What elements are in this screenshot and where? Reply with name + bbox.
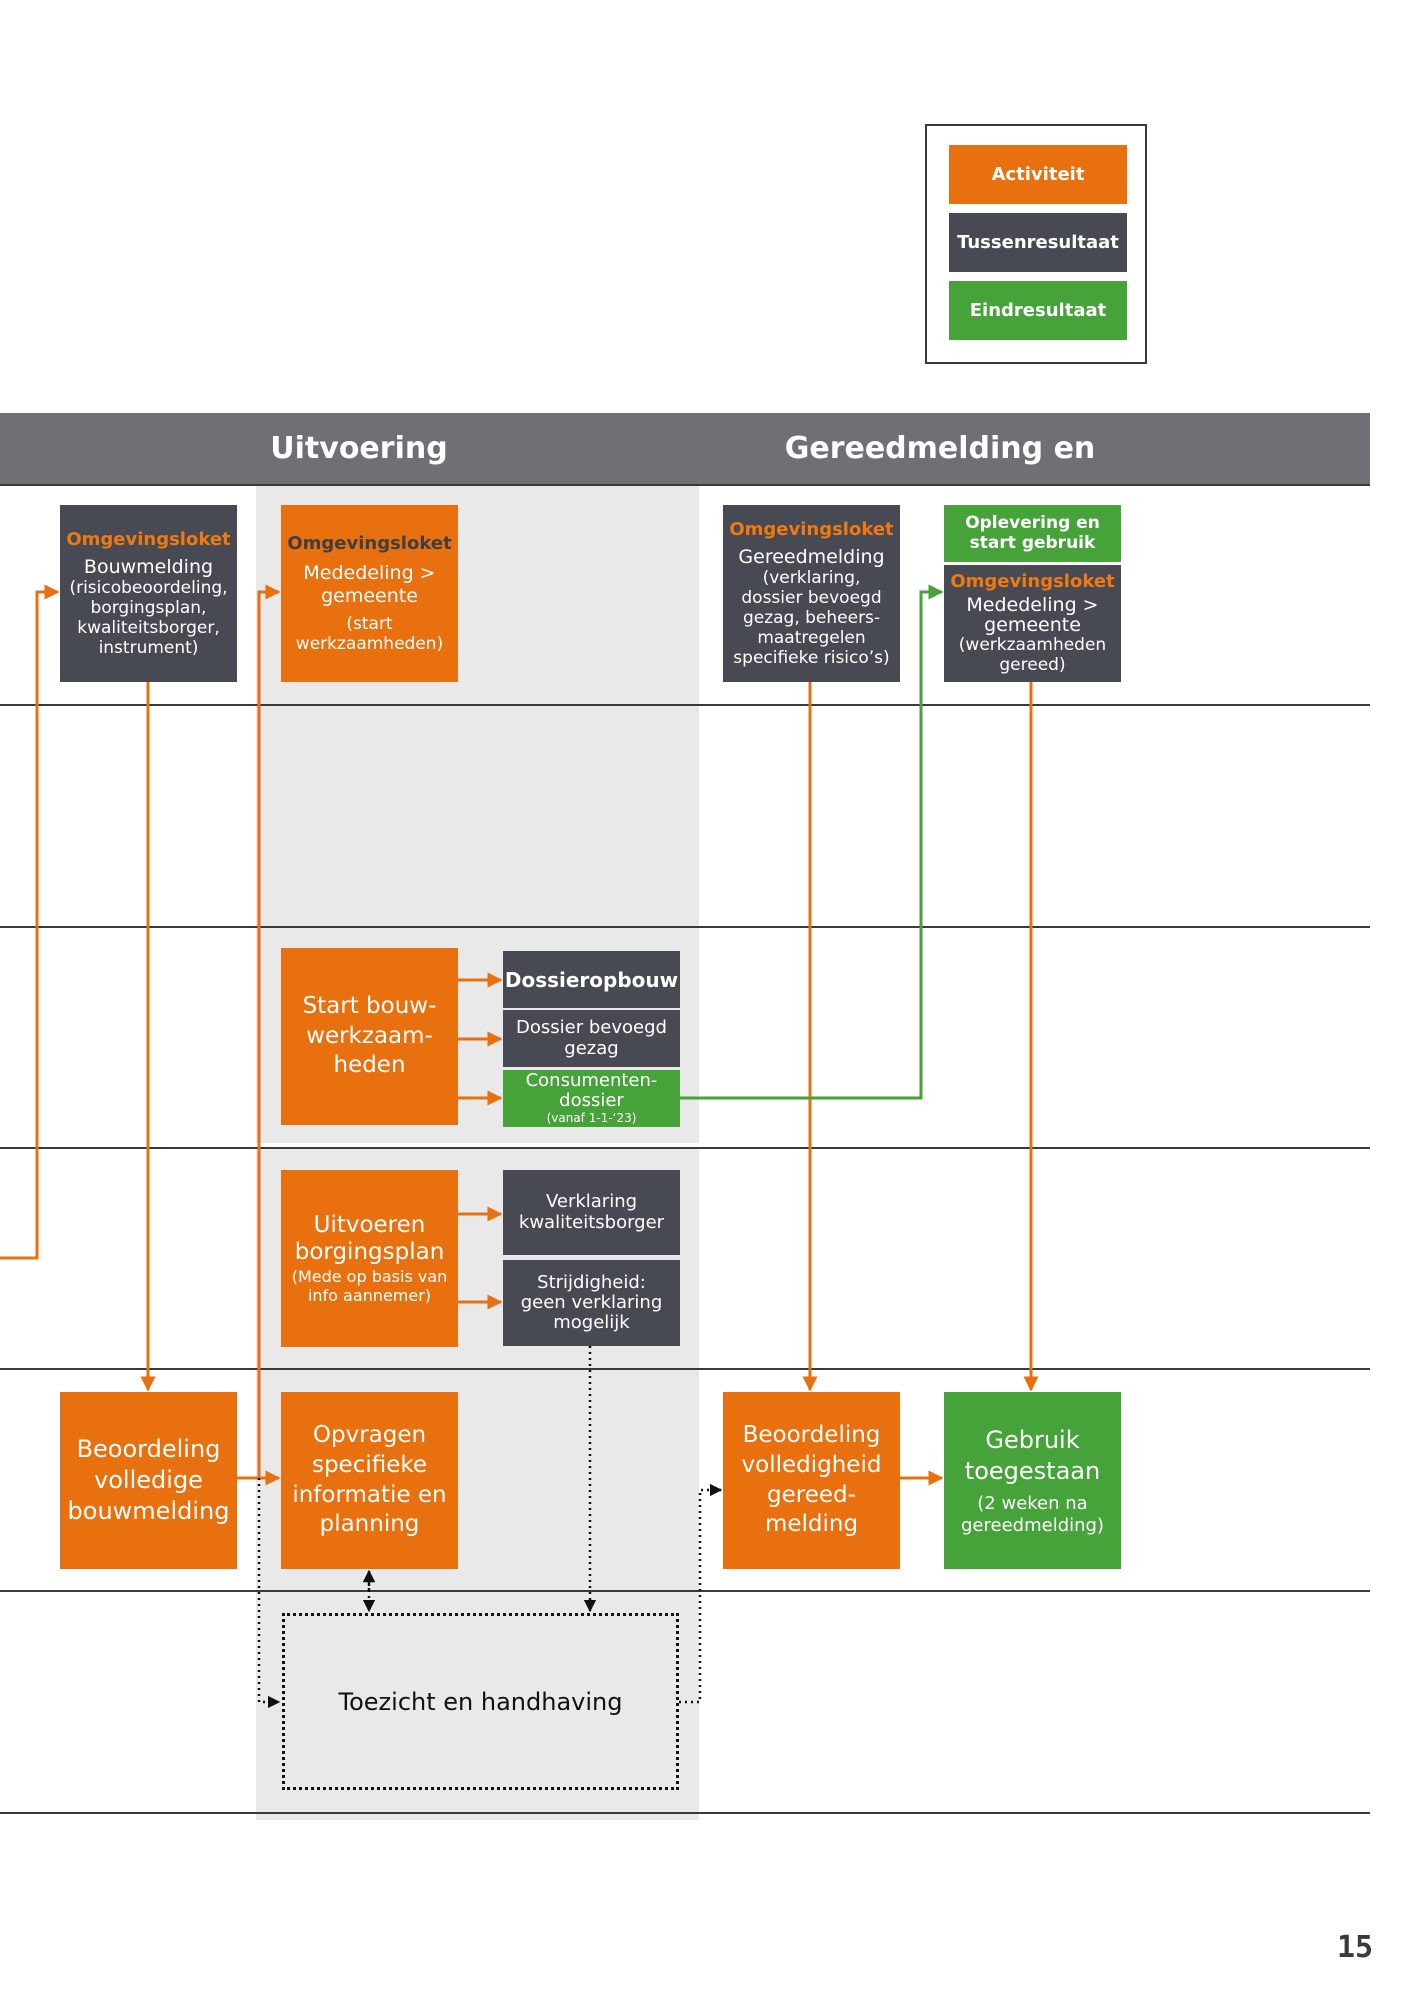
lane-divider xyxy=(0,1147,1370,1149)
legend: Activiteit Tussenresultaat Eindresultaat xyxy=(925,124,1147,364)
lane-divider xyxy=(0,1368,1370,1370)
legend-final: Eindresultaat xyxy=(949,281,1127,340)
beoordeling-bouwmelding-box: Beoordeling volledige bouwmelding xyxy=(60,1392,237,1569)
legend-activity: Activiteit xyxy=(949,145,1127,204)
verklaring-kwaliteitsborger-title: Verklaring kwaliteitsborger xyxy=(518,1191,665,1233)
page-number: 15 xyxy=(1336,1930,1374,1965)
gebruik-toegestaan-title: Gebruik toegestaan xyxy=(964,1425,1101,1485)
legend-intermediate: Tussenresultaat xyxy=(949,213,1127,272)
opvragen-informatie-box: Opvragen specifieke informatie en planni… xyxy=(281,1392,458,1569)
oplevering-title: Oplevering en start gebruik xyxy=(965,513,1100,553)
strijdigheid-title: Strijdigheid: geen verklaring mogelijk xyxy=(520,1271,663,1334)
lane-divider xyxy=(0,926,1370,928)
gebruik-toegestaan-detail: (2 weken na gereedmelding) xyxy=(961,1493,1104,1536)
dossier-bevoegd-gezag-box: Dossier bevoegd gezag xyxy=(503,1010,680,1067)
toezicht-handhaving-box: Toezicht en handhaving xyxy=(282,1613,679,1790)
strijdigheid-box: Strijdigheid: geen verklaring mogelijk xyxy=(503,1260,680,1346)
mededeling-gereed-box: Omgevingsloket Mededeling > gemeente (we… xyxy=(944,565,1121,682)
uitvoeren-borgingsplan-detail: (Mede op basis van info aannemer) xyxy=(291,1266,448,1306)
mededeling-start-box: Omgevingsloket Mededeling > gemeente (st… xyxy=(281,505,458,682)
lane-divider xyxy=(0,1590,1370,1592)
phase-header: Uitvoering Gereedmelding en oplevering xyxy=(0,413,1370,537)
bouwmelding-title: Bouwmelding xyxy=(83,556,214,579)
uitvoering-column-divider xyxy=(256,1143,699,1147)
mededeling-start-detail: (start werkzaamheden) xyxy=(295,613,444,655)
consumentendossier-title: Consumenten-dossier xyxy=(525,1070,658,1112)
gereedmelding-detail: (verklaring, dossier bevoegd gezag, behe… xyxy=(733,568,890,668)
dossieropbouw-title: Dossieropbouw xyxy=(504,967,679,992)
lane-divider xyxy=(0,484,1370,486)
oplevering-box: Oplevering en start gebruik xyxy=(944,505,1121,562)
uitvoering-column-shade xyxy=(256,486,699,1820)
lane-divider xyxy=(0,1812,1370,1814)
omgevingsloket-heading: Omgevingsloket xyxy=(287,532,452,554)
bouwmelding-box: Omgevingsloket Bouwmelding (risicobeoord… xyxy=(60,505,237,682)
gereedmelding-title: Gereedmelding xyxy=(738,546,885,569)
dossier-bevoegd-gezag-title: Dossier bevoegd gezag xyxy=(516,1017,667,1059)
toezicht-label: Toezicht en handhaving xyxy=(338,1687,623,1716)
omgevingsloket-heading: Omgevingsloket xyxy=(729,518,894,540)
consumentendossier-note: (vanaf 1-1-‘23) xyxy=(546,1111,637,1126)
mededeling-gereed-detail: (werkzaamheden gereed) xyxy=(958,635,1107,676)
uitvoeren-borgingsplan-box: Uitvoeren borgingsplan (Mede op basis va… xyxy=(281,1170,458,1347)
gebruik-toegestaan-box: Gebruik toegestaan (2 weken na gereedmel… xyxy=(944,1392,1121,1569)
omgevingsloket-heading: Omgevingsloket xyxy=(950,570,1115,592)
start-bouwwerkzaamheden-title: Start bouw-werkzaam-heden xyxy=(302,992,437,1079)
consumentendossier-box: Consumenten-dossier (vanaf 1-1-‘23) xyxy=(503,1070,680,1127)
start-bouwwerkzaamheden-box: Start bouw-werkzaam-heden xyxy=(281,948,458,1125)
beoordeling-bouwmelding-title: Beoordeling volledige bouwmelding xyxy=(67,1434,230,1526)
omgevingsloket-heading: Omgevingsloket xyxy=(66,528,231,550)
opvragen-informatie-title: Opvragen specifieke informatie en planni… xyxy=(292,1421,447,1538)
beoordeling-gereedmelding-box: Beoordeling volledigheid gereed-melding xyxy=(723,1392,900,1569)
verklaring-kwaliteitsborger-box: Verklaring kwaliteitsborger xyxy=(503,1170,680,1255)
mededeling-start-title: Mededeling > gemeente xyxy=(303,562,436,607)
gereedmelding-box: Omgevingsloket Gereedmelding (verklaring… xyxy=(723,505,900,682)
uitvoeren-borgingsplan-title: Uitvoeren borgingsplan xyxy=(294,1211,445,1266)
mededeling-gereed-title: Mededeling > gemeente xyxy=(966,593,1099,637)
bouwmelding-detail: (risicobeoordeling, borgingsplan, kwalit… xyxy=(69,577,228,658)
beoordeling-gereedmelding-title: Beoordeling volledigheid gereed-melding xyxy=(741,1421,882,1538)
dossieropbouw-box: Dossieropbouw xyxy=(503,951,680,1008)
phase-uitvoering-title: Uitvoering xyxy=(270,431,448,466)
lane-divider xyxy=(0,704,1370,706)
